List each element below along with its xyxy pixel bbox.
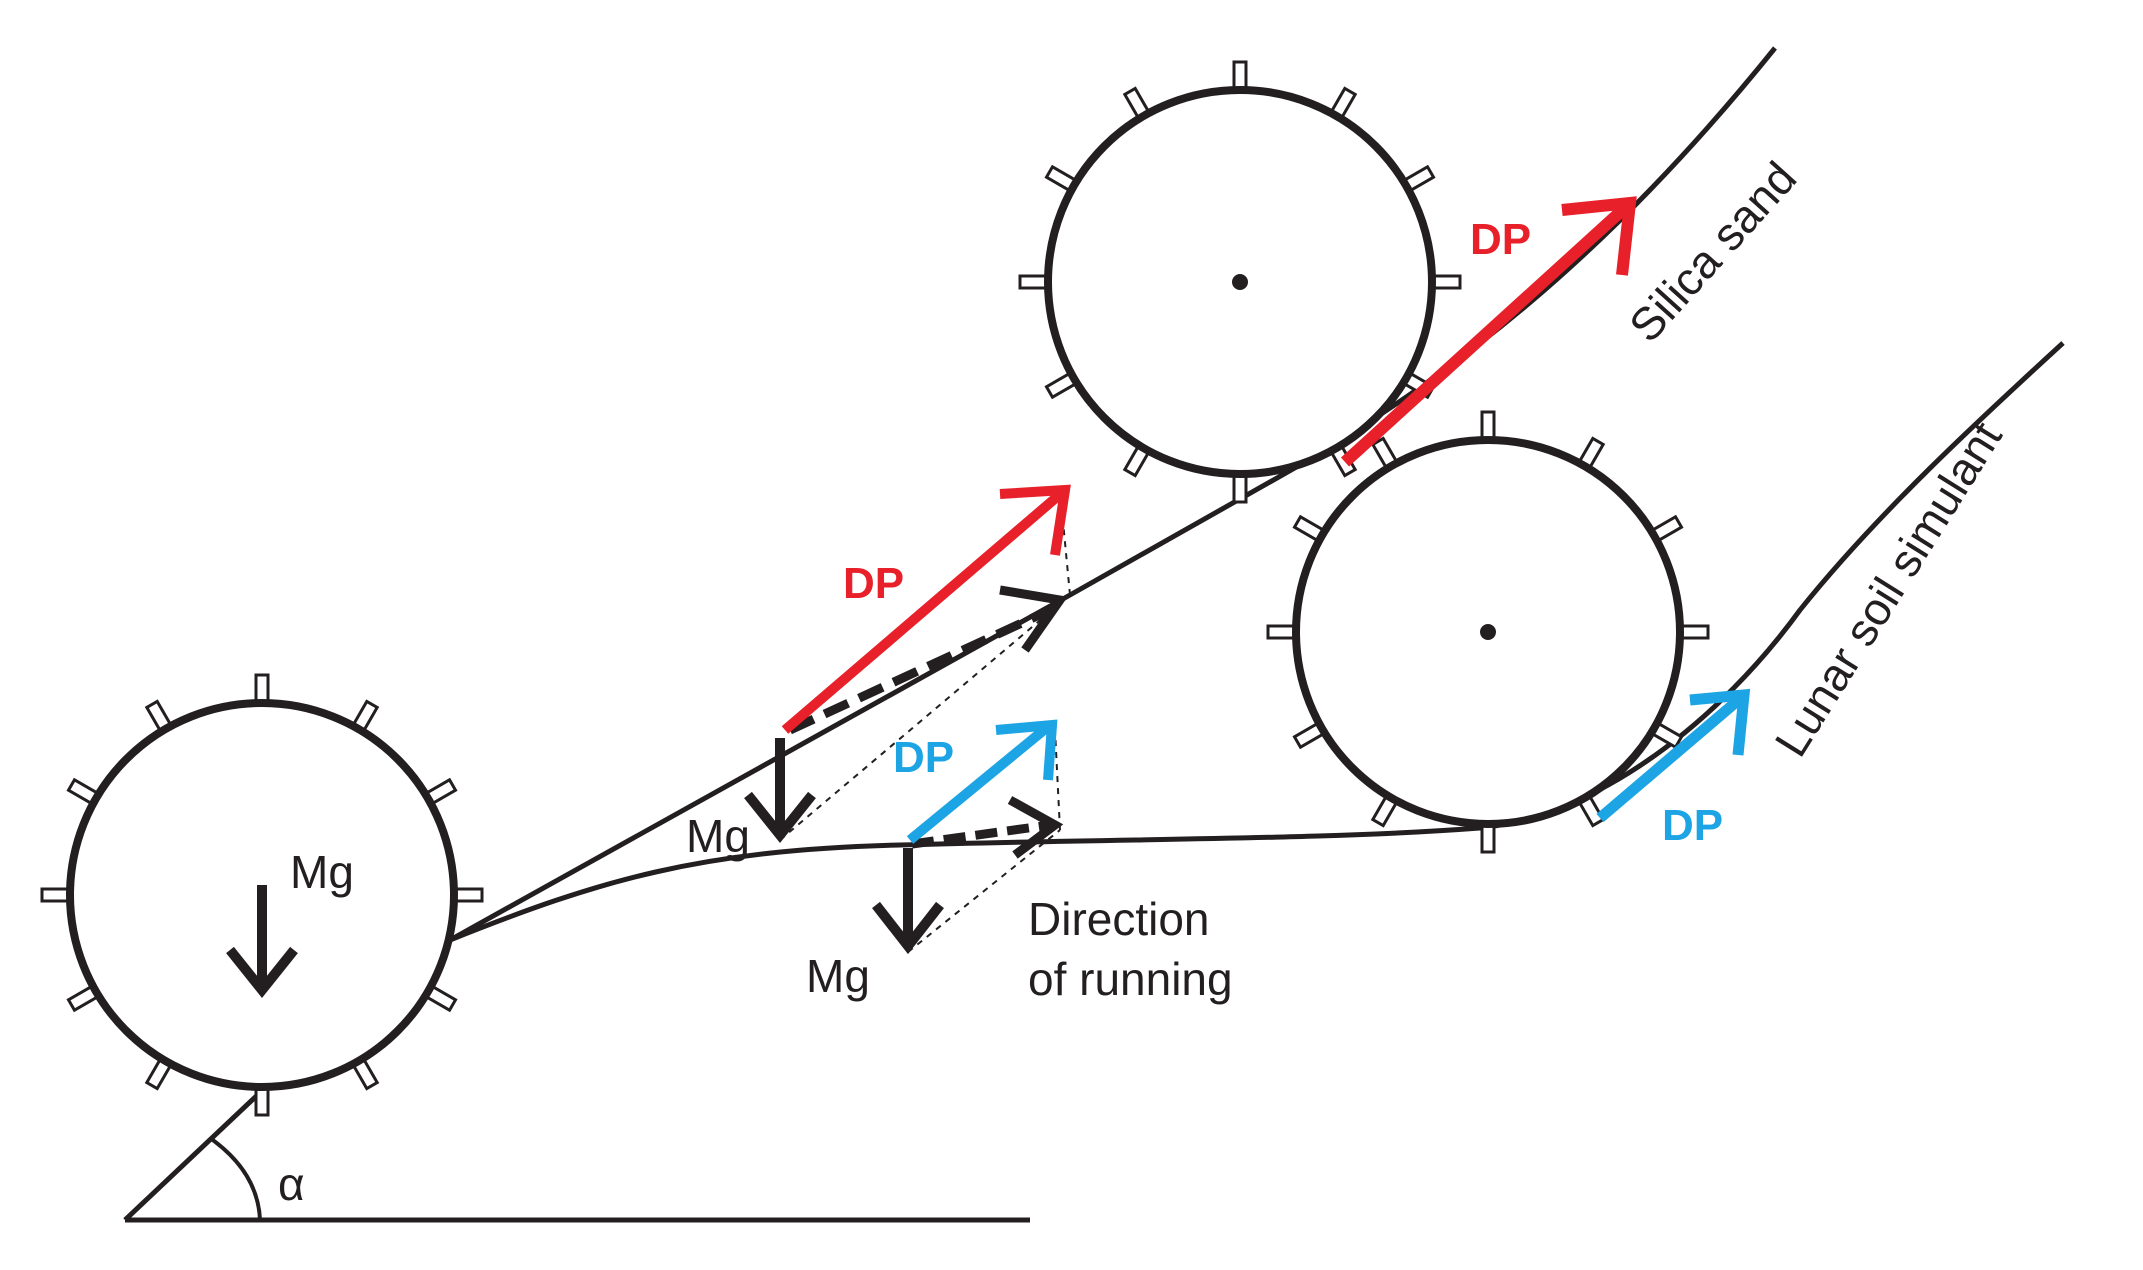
lunar-soil-label: Lunar soil simulant: [1764, 412, 2011, 765]
direction-label-line1: Direction: [1028, 893, 1210, 945]
dp-arrow-lunar-wheel: [1596, 688, 1751, 823]
mg-arrow-start: [226, 885, 298, 999]
dp-arrow-lunar: [906, 719, 1058, 844]
direction-label-line2: of running: [1028, 953, 1233, 1005]
silica-sand-label: Silica sand: [1619, 152, 1806, 352]
wheel-silica-sand: [1018, 60, 1462, 504]
mg-arrow-silica: [744, 738, 816, 844]
mg-label-silica: Mg: [686, 810, 750, 862]
silica-force-diagram: DP Mg: [686, 484, 1071, 862]
dp-label-silica: DP: [843, 559, 904, 608]
wheel-hub: [1232, 274, 1248, 290]
mg-arrow-lunar: [872, 848, 944, 955]
ground-and-slope: α: [123, 1083, 1030, 1223]
lunar-soil-slope: [449, 341, 2065, 943]
dp-label-lunar: DP: [893, 733, 954, 782]
mg-label-start: Mg: [290, 846, 354, 898]
alpha-angle-arc: [208, 1136, 262, 1221]
dp-arrow-silica: [781, 484, 1071, 734]
lunar-force-diagram: DP Mg: [806, 719, 1064, 1002]
dp-label-silica-wheel: DP: [1470, 215, 1531, 264]
mg-label-lunar: Mg: [806, 950, 870, 1002]
dp-label-lunar-wheel: DP: [1662, 801, 1723, 850]
alpha-label: α: [278, 1158, 305, 1210]
wheel-hub: [1480, 624, 1496, 640]
dp-arrow-silica-wheel: [1340, 196, 1637, 467]
wheel-lunar-soil: [1266, 410, 1710, 854]
slope-base-line: [123, 1083, 270, 1222]
resultant-arrow-silica: [788, 585, 1068, 735]
resultant-arrow-lunar: [911, 796, 1064, 859]
